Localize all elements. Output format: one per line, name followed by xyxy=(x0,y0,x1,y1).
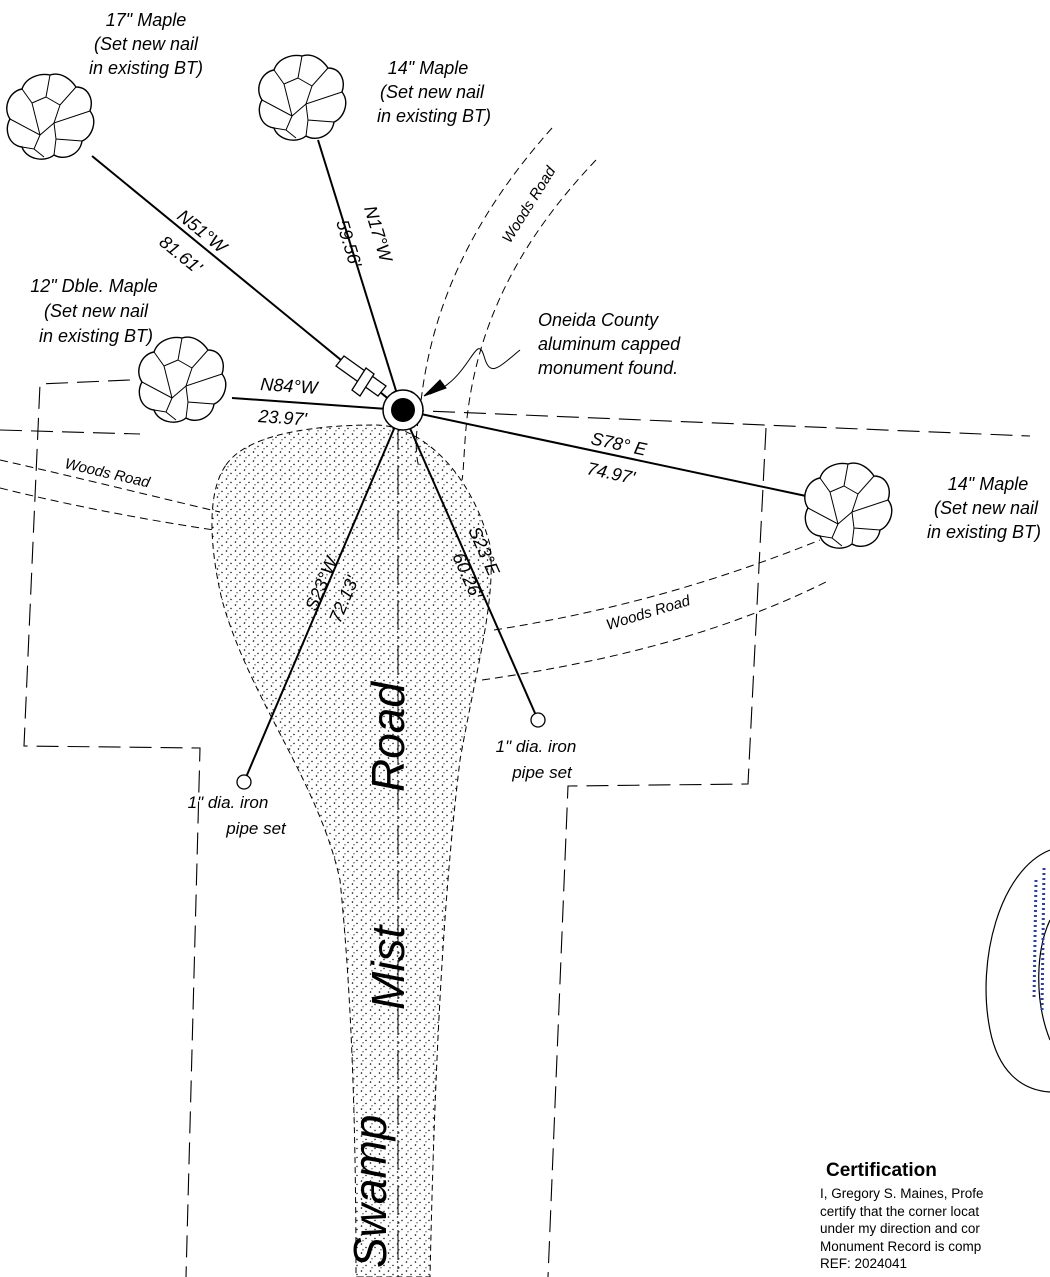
bearing-4-label: S78° E xyxy=(589,428,649,459)
svg-text:17" Maple: 17" Maple xyxy=(106,10,186,30)
svg-text:in existing BT): in existing BT) xyxy=(377,106,491,126)
tree-14in-north-label: 14" Maple (Set new nail in existing BT) xyxy=(377,58,491,126)
svg-text:in existing BT): in existing BT) xyxy=(39,326,153,346)
witness-tie-symbol xyxy=(335,355,387,397)
pipe-right-label: 1" dia. iron pipe set xyxy=(496,737,577,782)
monument-leader xyxy=(423,348,521,397)
svg-text:pipe set: pipe set xyxy=(511,763,573,782)
certification-line: Monument Record is comp xyxy=(820,1238,982,1254)
iron-pipe-left-icon xyxy=(236,774,252,790)
certification-line: I, Gregory S. Maines, Profe xyxy=(820,1186,984,1201)
svg-text:1" dia. iron: 1" dia. iron xyxy=(188,793,269,812)
pipe-left-label: 1" dia. iron pipe set xyxy=(188,793,287,838)
monument-note: Oneida County aluminum capped monument f… xyxy=(538,310,681,378)
certification-line: certify that the corner locat xyxy=(820,1203,980,1219)
tree-14in-east-label: 14" Maple (Set new nail in existing BT) xyxy=(927,474,1041,542)
iron-pipe-right-icon xyxy=(530,712,546,728)
svg-text:(Set new nail: (Set new nail xyxy=(934,498,1039,518)
certification-line: under my direction and cor xyxy=(820,1221,980,1236)
road-name-road: Road xyxy=(362,681,414,792)
svg-text:1" dia. iron: 1" dia. iron xyxy=(496,737,577,756)
svg-text:in existing BT): in existing BT) xyxy=(927,522,1041,542)
svg-text:Oneida County: Oneida County xyxy=(538,310,659,330)
svg-text:14" Maple: 14" Maple xyxy=(388,58,468,78)
certification-block: Certification I, Gregory S. Maines, Prof… xyxy=(820,1160,1050,1273)
property-lines xyxy=(0,379,1031,1277)
tree-17in-maple-icon xyxy=(6,73,95,160)
road-name-swamp: Swamp xyxy=(344,1115,396,1268)
svg-text:(Set new nail: (Set new nail xyxy=(94,34,199,54)
svg-text:(Set new nail: (Set new nail xyxy=(380,82,485,102)
bearing-3-label: N84°W xyxy=(260,374,320,398)
svg-text:14" Maple: 14" Maple xyxy=(948,474,1028,494)
svg-text:monument found.: monument found. xyxy=(538,358,678,378)
svg-text:(Set new nail: (Set new nail xyxy=(44,301,149,321)
svg-text:12" Dble. Maple: 12" Dble. Maple xyxy=(30,276,157,296)
svg-text:aluminum capped: aluminum capped xyxy=(538,334,681,354)
woods-roads xyxy=(0,127,831,681)
tree-17in-label: 17" Maple (Set new nail in existing BT) xyxy=(89,10,203,78)
road-surface xyxy=(211,424,492,1277)
tree-14in-maple-north-icon xyxy=(258,54,347,141)
tree-12in-label: 12" Dble. Maple (Set new nail in existin… xyxy=(30,276,157,346)
bearing-2-label: N17°W xyxy=(360,203,396,265)
woods-road-label-east: Woods Road xyxy=(604,592,693,634)
svg-text:in existing BT): in existing BT) xyxy=(89,58,203,78)
road-name-mist: Mist xyxy=(362,923,414,1010)
tree-14in-maple-east-icon xyxy=(804,462,893,549)
distance-2-label: 59.56' xyxy=(332,217,365,270)
surveyor-seal xyxy=(985,849,1050,1093)
distance-4-label: 74.97' xyxy=(585,458,637,488)
tree-12in-double-maple-icon xyxy=(138,336,227,423)
woods-road-label-north: Woods Road xyxy=(499,163,560,246)
woods-road-label-west: Woods Road xyxy=(63,455,152,491)
monument-icon xyxy=(382,389,424,431)
certification-title: Certification xyxy=(826,1160,937,1181)
svg-text:pipe set: pipe set xyxy=(225,819,287,838)
distance-3-label: 23.97' xyxy=(257,406,308,429)
certification-ref: REF: 2024041 xyxy=(820,1256,908,1271)
